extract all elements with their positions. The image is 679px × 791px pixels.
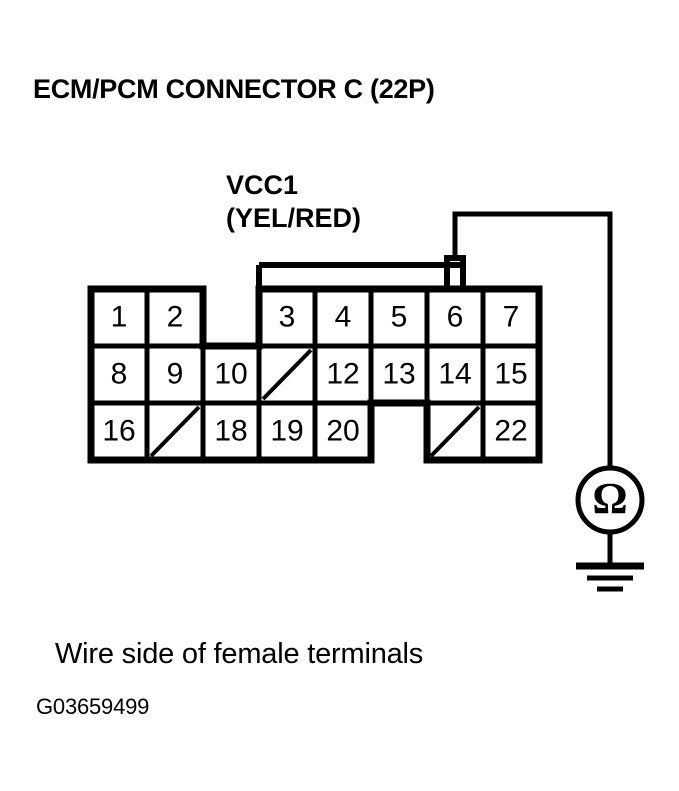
pin-number: 12 bbox=[326, 357, 359, 390]
pin-cell-blank-slash bbox=[149, 405, 201, 458]
pin-number: 1 bbox=[111, 300, 128, 333]
figure-caption: Wire side of female terminals bbox=[55, 638, 424, 670]
pin-number: 10 bbox=[214, 357, 247, 390]
pin-number: 22 bbox=[494, 414, 527, 447]
pin-number: 20 bbox=[326, 414, 359, 447]
figure-id-label: G03659499 bbox=[36, 694, 150, 719]
wire-circuit-name: VCC1 bbox=[226, 170, 299, 200]
wire-circuit-color: (YEL/RED) bbox=[226, 203, 361, 233]
pin-number: 8 bbox=[111, 357, 128, 390]
pin-number: 6 bbox=[447, 300, 464, 333]
pin-number: 3 bbox=[279, 300, 296, 333]
pin-number: 14 bbox=[438, 357, 471, 390]
measurement-lead-wire bbox=[452, 211, 613, 468]
connector-shell-outline bbox=[256, 262, 465, 289]
pin-number: 7 bbox=[503, 300, 520, 333]
pin-number: 5 bbox=[391, 300, 408, 333]
pin-number: 4 bbox=[335, 300, 352, 333]
pin-cell-blank-slash bbox=[261, 348, 313, 401]
ohm-glyph: Ω bbox=[592, 474, 627, 523]
ohmmeter-symbol: Ω bbox=[575, 465, 645, 535]
pin-number: 15 bbox=[494, 357, 527, 390]
pin-number: 2 bbox=[167, 300, 184, 333]
ground-symbol bbox=[576, 532, 644, 592]
pin-number: 9 bbox=[167, 357, 184, 390]
connector-body-outline bbox=[87, 285, 543, 464]
pin-number: 13 bbox=[382, 357, 415, 390]
wire-circuit-label: VCC1 (YEL/RED) bbox=[226, 169, 361, 235]
pin-cell-blank-slash bbox=[429, 405, 481, 458]
pin-number: 19 bbox=[270, 414, 303, 447]
pin-number: 16 bbox=[102, 414, 135, 447]
pin-number: 18 bbox=[214, 414, 247, 447]
figure-title: ECM/PCM CONNECTOR C (22P) bbox=[33, 74, 435, 104]
